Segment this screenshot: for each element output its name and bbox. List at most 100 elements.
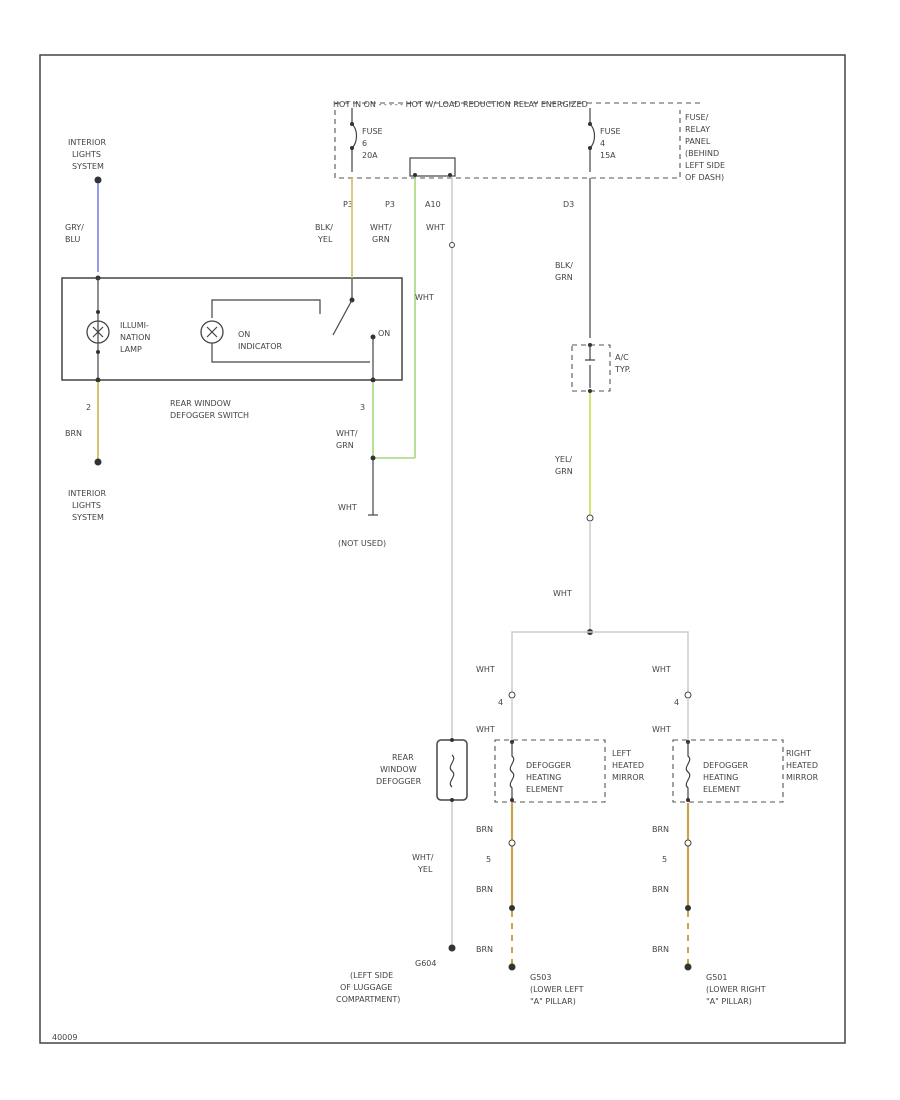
svg-text:COMPARTMENT): COMPARTMENT) [336,995,400,1004]
svg-text:YEL: YEL [317,235,333,244]
svg-text:WHT/: WHT/ [370,223,392,232]
illumination-lamp-symbol [86,320,110,344]
svg-text:HEATED: HEATED [612,761,644,770]
wire-label-brn: BRN [65,429,82,438]
svg-text:SYSTEM: SYSTEM [72,162,104,171]
svg-text:WINDOW: WINDOW [380,765,417,774]
svg-text:LIGHTS: LIGHTS [72,150,101,159]
hot-bar-label: HOT IN ON - - - - - HOT W/ LOAD REDUCTIO… [333,100,588,109]
svg-text:FUSE: FUSE [600,127,621,136]
ground-g503 [508,963,516,971]
svg-text:GRN: GRN [372,235,390,244]
relay-outline [571,344,611,392]
wire-label-wht-r2: WHT [652,725,671,734]
not-used-label: (NOT USED) [338,539,386,548]
pin-p3b-label: P3 [385,200,395,209]
svg-text:YEL/: YEL/ [554,455,572,464]
svg-text:"A" PILLAR): "A" PILLAR) [530,997,576,1006]
ground-terminal-dot [94,458,102,466]
indicator-wire [211,299,321,318]
svg-text:A/C: A/C [615,353,629,362]
svg-text:BLU: BLU [65,235,81,244]
ground-g501 [684,963,692,971]
fuse-panel-label: FUSE/ RELAY PANEL (BEHIND LEFT SIDE OF D… [685,113,725,182]
svg-text:GRY/: GRY/ [65,223,84,232]
svg-text:15A: 15A [600,151,616,160]
pin-d3-label: D3 [563,200,574,209]
wire-label-wht-grn: WHT/ GRN [370,223,392,244]
right-mirror-outline [672,739,784,803]
defogger-switch-box [61,277,403,381]
svg-text:LAMP: LAMP [120,345,142,354]
svg-text:(LOWER LEFT: (LOWER LEFT [530,985,584,994]
svg-text:G501: G501 [706,973,727,982]
svg-text:ELEMENT: ELEMENT [703,785,741,794]
svg-text:ON: ON [238,330,250,339]
svg-text:BLK/: BLK/ [315,223,333,232]
ground-g604 [448,944,456,952]
pin-2-label: 2 [86,403,91,412]
wire-label-brn-l3: BRN [476,945,493,954]
ground-g501-label: G501 (LOWER RIGHT "A" PILLAR) [706,973,766,1006]
pin-4-left: 4 [498,698,503,707]
pin-5-right: 5 [662,855,667,864]
ground-g503-label: G503 (LOWER LEFT "A" PILLAR) [530,973,584,1006]
ground-g604-label: G604 (LEFT SIDE OF LUGGAGE COMPARTMENT) [336,959,436,1004]
switch-name-label: REAR WINDOW DEFOGGER SWITCH [170,399,249,420]
wire-label-wht-c: WHT [553,589,572,598]
diagram-id-label: 40009 [52,1033,77,1042]
svg-text:YEL: YEL [417,865,433,874]
pin-3-label: 3 [360,403,365,412]
svg-text:G604: G604 [415,959,436,968]
svg-text:WHT/: WHT/ [336,429,358,438]
svg-text:HEATING: HEATING [703,773,738,782]
svg-text:REAR: REAR [392,753,414,762]
svg-text:RELAY: RELAY [685,125,710,134]
indicator-return-wire [211,343,370,363]
fuse-6-label: FUSE 6 20A [362,127,383,160]
svg-text:DEFOGGER: DEFOGGER [376,777,422,786]
splice-dot [370,455,376,461]
svg-text:OF LUGGAGE: OF LUGGAGE [340,983,392,992]
svg-text:WHT/: WHT/ [412,853,434,862]
rear-defogger-label: REAR WINDOW DEFOGGER [376,753,422,786]
svg-text:DEFOGGER SWITCH: DEFOGGER SWITCH [170,411,249,420]
switch-on-label: ON [378,329,390,338]
wire-label-wht-grn-a: WHT/ GRN [336,429,358,450]
svg-text:G503: G503 [530,973,551,982]
svg-text:6: 6 [362,139,367,148]
wire-label-brn-l1: BRN [476,825,493,834]
svg-text:20A: 20A [362,151,378,160]
wire-label-gry-blu: GRY/ BLU [65,223,84,244]
svg-text:LEFT SIDE: LEFT SIDE [685,161,725,170]
left-mirror-label: LEFT HEATED MIRROR [612,749,645,782]
connector-a10-box [409,157,456,177]
svg-text:INDICATOR: INDICATOR [238,342,282,351]
svg-text:DEFOGGER: DEFOGGER [703,761,749,770]
on-indicator-label: ON INDICATOR [238,330,282,351]
rear-defogger-symbol [436,739,468,801]
svg-text:MIRROR: MIRROR [612,773,645,782]
ground-terminal-dot [94,176,102,184]
left-element-label: DEFOGGER HEATING ELEMENT [526,761,572,794]
switch-contact [332,299,353,336]
splice-dot [509,905,515,911]
svg-text:(LOWER RIGHT: (LOWER RIGHT [706,985,766,994]
wire-label-blk-yel: BLK/ YEL [315,223,333,244]
fuse-4-symbol [588,108,596,172]
svg-text:NATION: NATION [120,333,150,342]
wire-label-wht-r1: WHT [652,665,671,674]
svg-text:FUSE/: FUSE/ [685,113,709,122]
svg-text:"A" PILLAR): "A" PILLAR) [706,997,752,1006]
svg-text:4: 4 [600,139,605,148]
right-element-label: DEFOGGER HEATING ELEMENT [703,761,749,794]
svg-text:RIGHT: RIGHT [786,749,811,758]
illumination-lamp-label: ILLUMI- NATION LAMP [120,321,150,354]
svg-text:(BEHIND: (BEHIND [685,149,719,158]
diagram-frame [39,54,846,1044]
wire-label-wht-yel: WHT/ YEL [412,853,434,874]
svg-text:MIRROR: MIRROR [786,773,819,782]
wire-label-brn-r2: BRN [652,885,669,894]
fuse-panel-outline [334,110,681,179]
